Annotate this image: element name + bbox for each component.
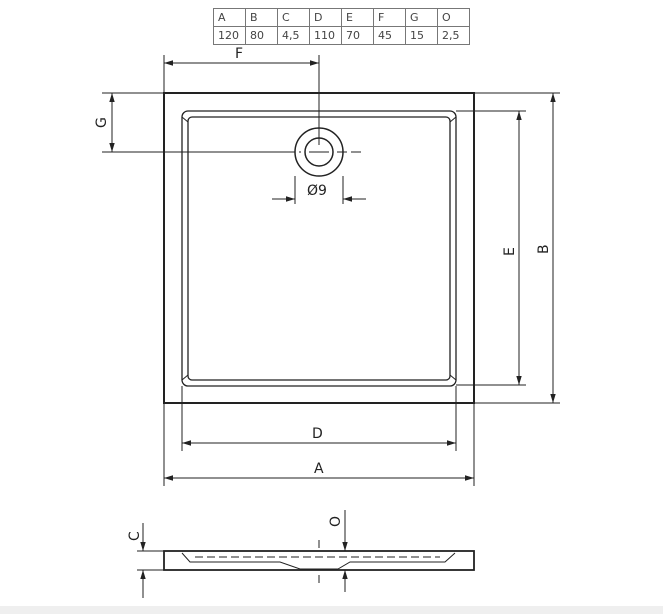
table-value-row: 120 80 4,5 110 70 45 15 2,5 (213, 26, 470, 45)
bottom-strip (0, 606, 663, 614)
label-D: D (312, 426, 323, 442)
label-E: E (502, 247, 518, 256)
table-cell: 2,5 (437, 26, 470, 45)
table-cell: 80 (245, 26, 278, 45)
table-cell: 120 (213, 26, 246, 45)
table-header-row: A B C D E F G O (213, 8, 470, 27)
label-F: F (235, 46, 243, 62)
label-G: G (94, 117, 110, 128)
label-B: B (536, 244, 552, 254)
tray-basin (187, 116, 451, 381)
table-cell: 15 (405, 26, 438, 45)
label-C: C (127, 531, 143, 541)
dimension-table: A B C D E F G O 120 80 4,5 110 70 45 15 … (213, 8, 470, 45)
label-A: A (314, 461, 324, 477)
label-drain-diameter: Ø9 (307, 183, 327, 199)
tray-side-view (163, 550, 475, 571)
label-O: O (328, 516, 344, 527)
